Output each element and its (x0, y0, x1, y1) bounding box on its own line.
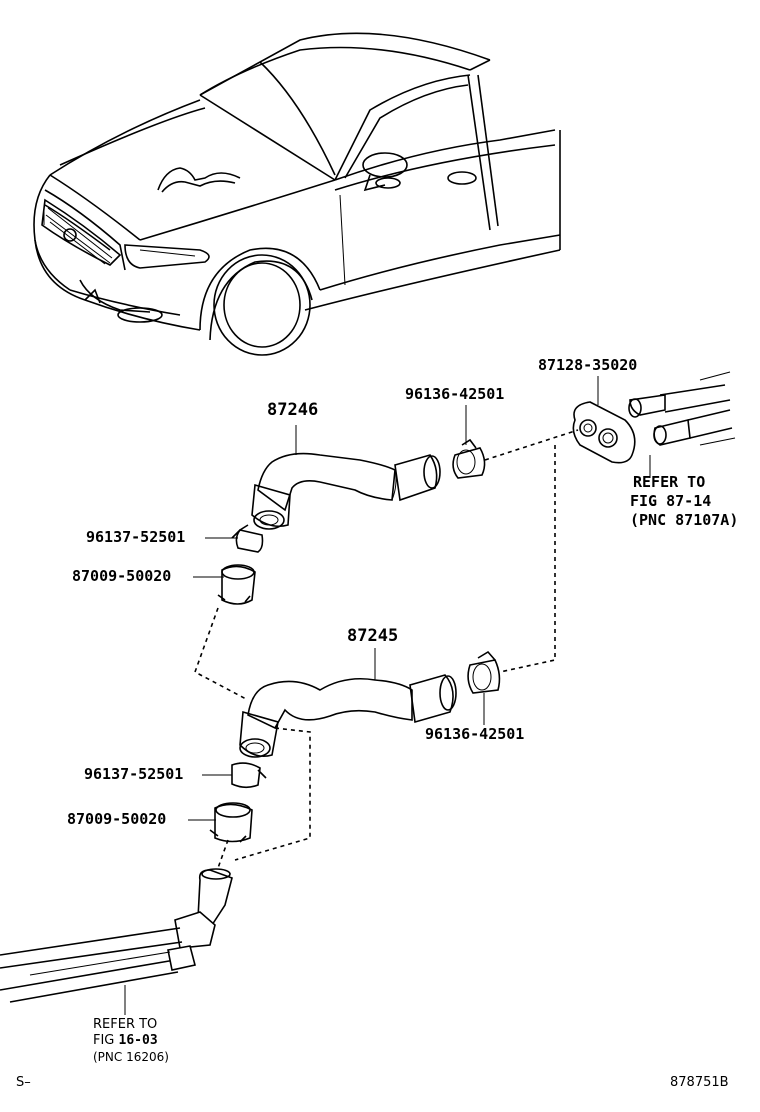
label-part-96137-upper: 96137-52501 (86, 528, 186, 546)
label-part-96136-upper: 96136-42501 (405, 385, 505, 403)
clamp-87009-upper (217, 564, 256, 605)
clip-96137-upper (231, 524, 264, 553)
engine-pipes (0, 868, 233, 1003)
connection-lines (194, 429, 579, 869)
footer-left-mark: S– (16, 1075, 31, 1090)
label-part-87246: 87246 (267, 400, 319, 420)
label-part-87009-upper: 87009-50020 (72, 567, 172, 585)
hose-87245 (239, 674, 457, 758)
ref-right-line3: (PNC 87107A) (630, 511, 739, 529)
ref-right-line1: REFER TO (633, 473, 706, 491)
ref-bottom-line2: FIG 16-03 (93, 1034, 158, 1047)
grommet-87128-35020 (572, 371, 736, 464)
ref-bottom-line3: (PNC 16206) (93, 1050, 169, 1064)
ref-bottom-fig-prefix: FIG (93, 1033, 119, 1048)
hose-87246 (251, 452, 441, 530)
clamp-87009-lower (209, 802, 253, 843)
diagram-id: 878751B (670, 1075, 729, 1090)
label-part-96137-lower: 96137-52501 (84, 765, 184, 783)
clip-96137-lower (231, 762, 267, 789)
leader-lines (124, 376, 651, 1015)
clip-96136-lower (467, 650, 501, 694)
ref-bottom-fig-number: 16-03 (118, 1033, 158, 1048)
label-part-87009-lower: 87009-50020 (67, 810, 167, 828)
label-part-87245: 87245 (347, 626, 399, 646)
label-part-87128-35020: 87128-35020 (538, 356, 638, 374)
label-part-96136-lower: 96136-42501 (425, 725, 525, 743)
car-illustration (33, 32, 561, 356)
clip-96136-upper (452, 438, 486, 479)
ref-bottom-line1: REFER TO (93, 1017, 158, 1032)
ref-right-line2: FIG 87-14 (630, 492, 712, 510)
